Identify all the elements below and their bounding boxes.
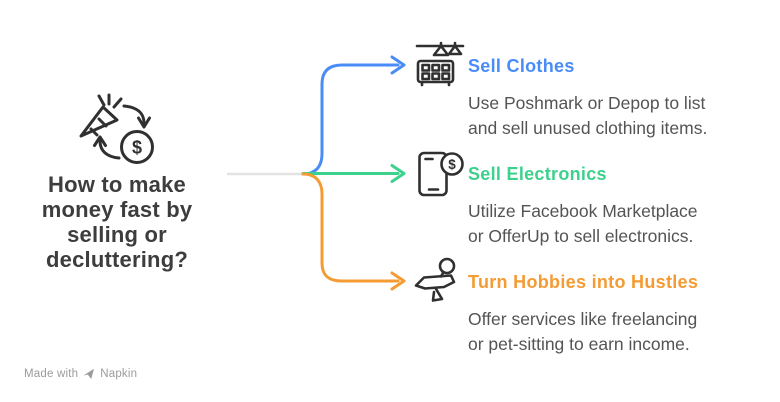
- phone-dollar-shape: [418, 151, 464, 197]
- branch-connector-turn-hobbies: [301, 172, 400, 283]
- branch-sell-electronics: Sell Electronics Utilize Facebook Market…: [468, 162, 698, 249]
- phone-dollar-icon: $: [418, 151, 464, 197]
- carrot-money-exchange-shape: [79, 93, 154, 164]
- napkin-logo-shape: [83, 368, 95, 379]
- description-line: or pet-sitting to earn income.: [468, 334, 690, 354]
- napkin-brand-label: Napkin: [100, 368, 138, 380]
- branch-title: Turn Hobbies into Hustles: [468, 272, 699, 292]
- glue-gun-shape: [414, 257, 456, 302]
- branch-description: Utilize Facebook Marketplace or OfferUp …: [468, 199, 698, 249]
- title-line: money fast by: [41, 197, 193, 222]
- made-with-label: Made with: [24, 368, 79, 380]
- dollar-sign-glyph: $: [448, 157, 456, 172]
- branch-description: Offer services like freelancing or pet-s…: [468, 307, 698, 357]
- title-line: selling or: [67, 222, 167, 247]
- description-line: and sell unused clothing items.: [468, 118, 708, 138]
- title-line: How to make: [48, 172, 186, 197]
- center-question-title: How to make money fast by selling or dec…: [12, 172, 222, 272]
- arrowhead-sell-electronics-icon: [390, 164, 406, 183]
- glue-gun-icon: [414, 257, 456, 302]
- title-line: decluttering?: [46, 247, 188, 272]
- branch-sell-clothes: Sell Clothes Use Poshmark or Depop to li…: [468, 54, 707, 141]
- description-line: Offer services like freelancing: [468, 309, 698, 329]
- branch-title: Sell Clothes: [468, 56, 575, 76]
- branch-turn-hobbies: Turn Hobbies into Hustles Offer services…: [468, 270, 698, 357]
- clothes-rack-drawer-shape: [415, 41, 465, 87]
- clothes-rack-drawer-icon: [415, 41, 465, 87]
- branch-title: Sell Electronics: [468, 164, 607, 184]
- dollar-sign-glyph: $: [132, 138, 142, 158]
- carrot-money-exchange-icon: $: [79, 93, 154, 164]
- arrowhead-sell-clothes-icon: [390, 55, 406, 75]
- arrowhead-turn-hobbies-icon: [390, 271, 406, 291]
- description-line: Utilize Facebook Marketplace: [468, 201, 698, 221]
- made-with-napkin-badge[interactable]: Made with Napkin: [24, 366, 137, 382]
- napkin-logo-icon: [83, 368, 95, 379]
- branch-connector-sell-clothes: [301, 63, 400, 176]
- description-line: or OfferUp to sell electronics.: [468, 226, 694, 246]
- branch-description: Use Poshmark or Depop to list and sell u…: [468, 91, 707, 141]
- description-line: Use Poshmark or Depop to list: [468, 93, 706, 113]
